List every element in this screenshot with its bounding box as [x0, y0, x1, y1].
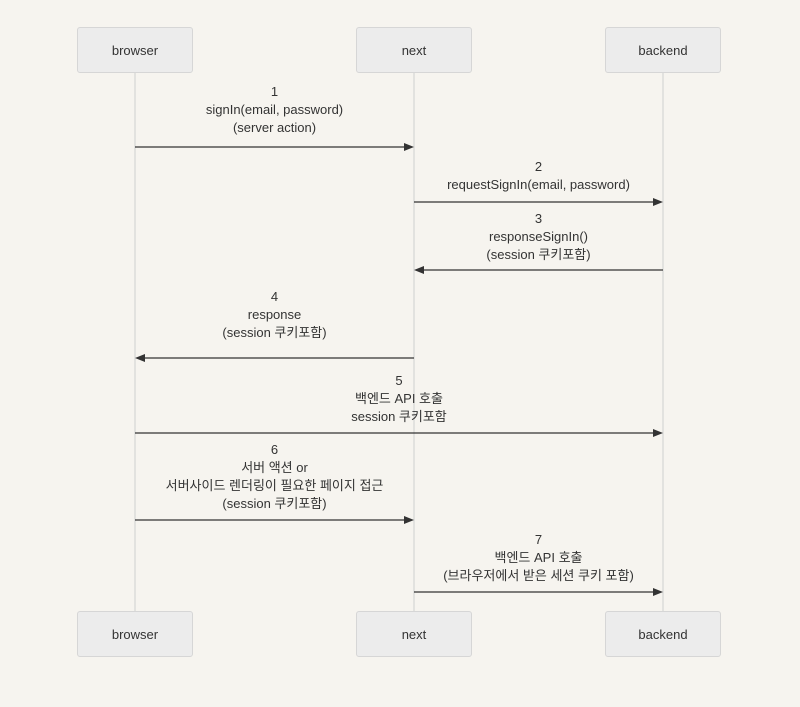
message-text-line: (session 쿠키포함) [486, 247, 591, 262]
message-text-line: 서버사이드 렌더링이 필요한 페이지 접근 [165, 478, 384, 493]
message-number: 4 [270, 289, 279, 304]
message-text-line: (session 쿠키포함) [222, 496, 327, 511]
message-text-line: (session 쿠키포함) [222, 325, 327, 340]
message-text-line: 백엔드 API 호출 [355, 391, 443, 406]
message-number: 6 [270, 442, 279, 457]
message-label-6: 6 서버 액션 or 서버사이드 렌더링이 필요한 페이지 접근 (session 쿠… [166, 441, 384, 513]
message-arrowhead-7 [653, 588, 663, 596]
actor-label: next [401, 626, 427, 642]
message-text-line: response [247, 307, 302, 322]
message-text-line: requestSignIn(email, password) [447, 177, 630, 192]
actor-backend-bottom: backend [605, 611, 721, 657]
message-text-line: 백엔드 API 호출 [494, 550, 583, 565]
message-arrowhead-1 [404, 143, 414, 151]
actor-label: browser [111, 626, 159, 642]
message-number: 7 [534, 532, 543, 547]
message-text-line: (server action) [232, 120, 317, 135]
message-arrowhead-3 [414, 266, 424, 274]
message-number: 3 [534, 211, 543, 226]
message-text-line: signIn(email, password) [205, 102, 344, 117]
actor-label: next [401, 42, 427, 58]
message-label-2: 2 requestSignIn(email, password) [447, 158, 630, 194]
message-number: 2 [534, 159, 543, 174]
message-number: 1 [270, 84, 279, 99]
actor-label: browser [111, 42, 159, 58]
actor-next-bottom: next [356, 611, 472, 657]
message-number: 5 [395, 373, 403, 388]
message-label-5: 5 백엔드 API 호출 session 쿠키포함 [351, 372, 447, 426]
message-text-line: (브라우저에서 받은 세션 쿠키 포함) [443, 568, 634, 583]
actor-next-top: next [356, 27, 472, 73]
message-arrowhead-2 [653, 198, 663, 206]
message-label-7: 7 백엔드 API 호출 (브라우저에서 받은 세션 쿠키 포함) [443, 531, 634, 585]
message-arrowhead-6 [404, 516, 414, 524]
message-text-line: session 쿠키포함 [351, 409, 447, 424]
message-text-line: 서버 액션 or [241, 460, 308, 475]
message-arrowhead-5 [653, 429, 663, 437]
actor-browser-top: browser [77, 27, 193, 73]
message-text-line: responseSignIn() [488, 229, 588, 244]
actor-browser-bottom: browser [77, 611, 193, 657]
message-arrowhead-4 [135, 354, 145, 362]
actor-label: backend [638, 626, 688, 642]
actor-label: backend [638, 42, 688, 58]
message-label-1: 1 signIn(email, password) (server action) [206, 83, 343, 137]
message-label-4: 4 response (session 쿠키포함) [222, 288, 326, 342]
message-label-3: 3 responseSignIn() (session 쿠키포함) [486, 210, 590, 264]
actor-backend-top: backend [605, 27, 721, 73]
